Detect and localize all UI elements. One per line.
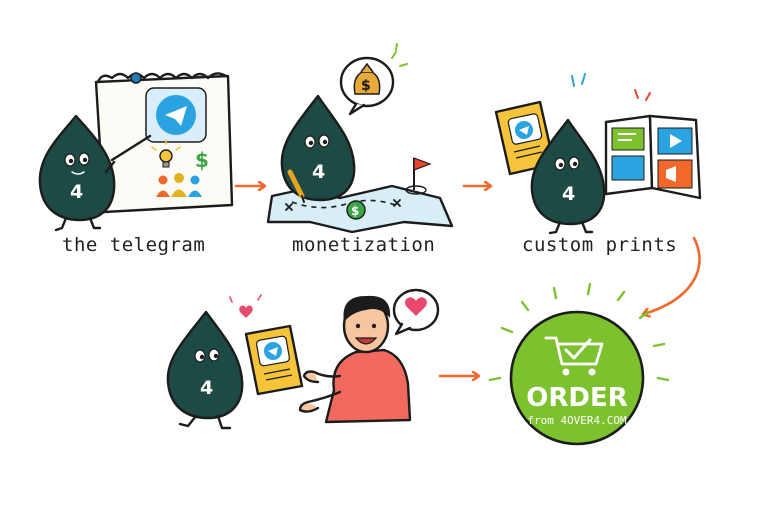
spark-lines-step3 — [571, 73, 651, 101]
customer-person — [298, 295, 412, 424]
heart-accent-small — [229, 294, 262, 318]
svg-text:4: 4 — [70, 181, 83, 203]
telegram-logo-icon — [145, 87, 207, 143]
caption-custom-prints: custom prints — [522, 234, 678, 256]
pointer-stick — [110, 134, 152, 162]
order-badge-title: ORDER — [526, 383, 628, 413]
heart-speech-bubble — [392, 288, 440, 336]
mascot-step1: 4 — [38, 114, 116, 232]
svg-text:4: 4 — [562, 183, 575, 205]
svg-text:$: $ — [351, 204, 359, 218]
lightbulb-icon — [151, 139, 181, 168]
caption-monetization: monetization — [292, 234, 436, 256]
shopping-cart-check-icon — [544, 336, 604, 376]
money-bag-thought-bubble: $ — [339, 43, 408, 116]
step1-presentation-board: $ — [94, 72, 234, 214]
svg-text:$: $ — [361, 78, 371, 94]
goal-flag-icon — [405, 157, 432, 195]
flow-arrow-3 — [644, 236, 701, 314]
order-badge-subtitle: from 4OVER4.COM — [527, 414, 627, 427]
svg-text:4: 4 — [200, 377, 213, 399]
telegram-booklet-handover — [244, 324, 304, 396]
order-badge[interactable]: ORDER from 4OVER4.COM — [488, 282, 670, 446]
audience-people-icon — [156, 173, 202, 197]
caption-the-telegram: the telegram — [62, 234, 206, 256]
mascot-step3: 4 — [530, 118, 606, 235]
mascot-step4: 4 — [166, 310, 244, 430]
mascot-step2: 4 — [280, 94, 356, 203]
svg-text:4: 4 — [312, 161, 325, 183]
telegram-booklet-left — [494, 100, 556, 176]
open-brochure — [604, 114, 702, 200]
dollar-sign-icon: $ — [195, 148, 209, 172]
